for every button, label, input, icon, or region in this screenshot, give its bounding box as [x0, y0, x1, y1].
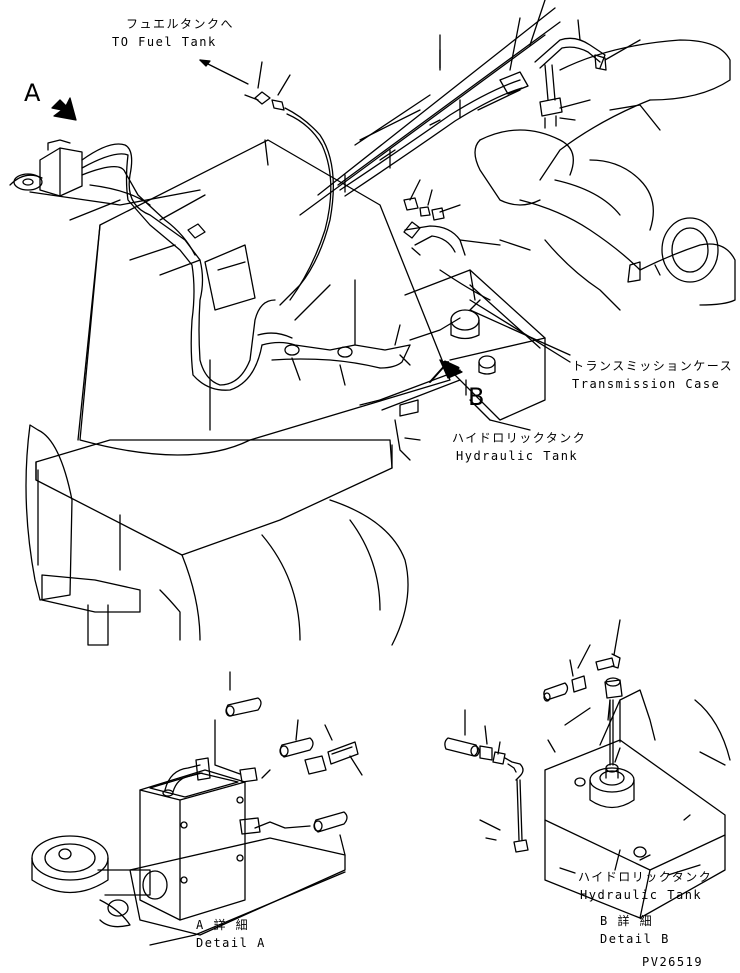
fuel-tank-label-en: TO Fuel Tank — [112, 35, 217, 49]
detail-b-caption-jp: B 詳 細 — [600, 914, 654, 928]
detail-a-caption-en: Detail A — [196, 936, 266, 950]
main-view — [9, 0, 736, 646]
detail-b-view — [444, 619, 731, 919]
detail-a-caption-jp: A 詳 細 — [196, 918, 250, 932]
hydraulic-tank-label-jp: ハイドロリックタンク — [452, 431, 587, 445]
detail-b-hydraulic-label-jp: ハイドロリックタンク — [578, 870, 713, 884]
fuel-tank-label-jp: フュエルタンクへ — [126, 17, 235, 31]
hydraulic-tank-label-en: Hydraulic Tank — [456, 449, 579, 463]
detail-b-caption-en: Detail B — [600, 932, 670, 946]
view-marker-b: B — [468, 383, 485, 411]
transmission-case-label-jp: トランスミッションケース — [572, 359, 734, 373]
transmission-case-label-en: Transmission Case — [572, 377, 721, 391]
view-marker-a: A — [24, 79, 41, 107]
detail-b-hydraulic-label-en: Hydraulic Tank — [580, 888, 703, 902]
drawing-code: PV26519 — [642, 955, 704, 969]
detail-a-view — [31, 671, 363, 946]
